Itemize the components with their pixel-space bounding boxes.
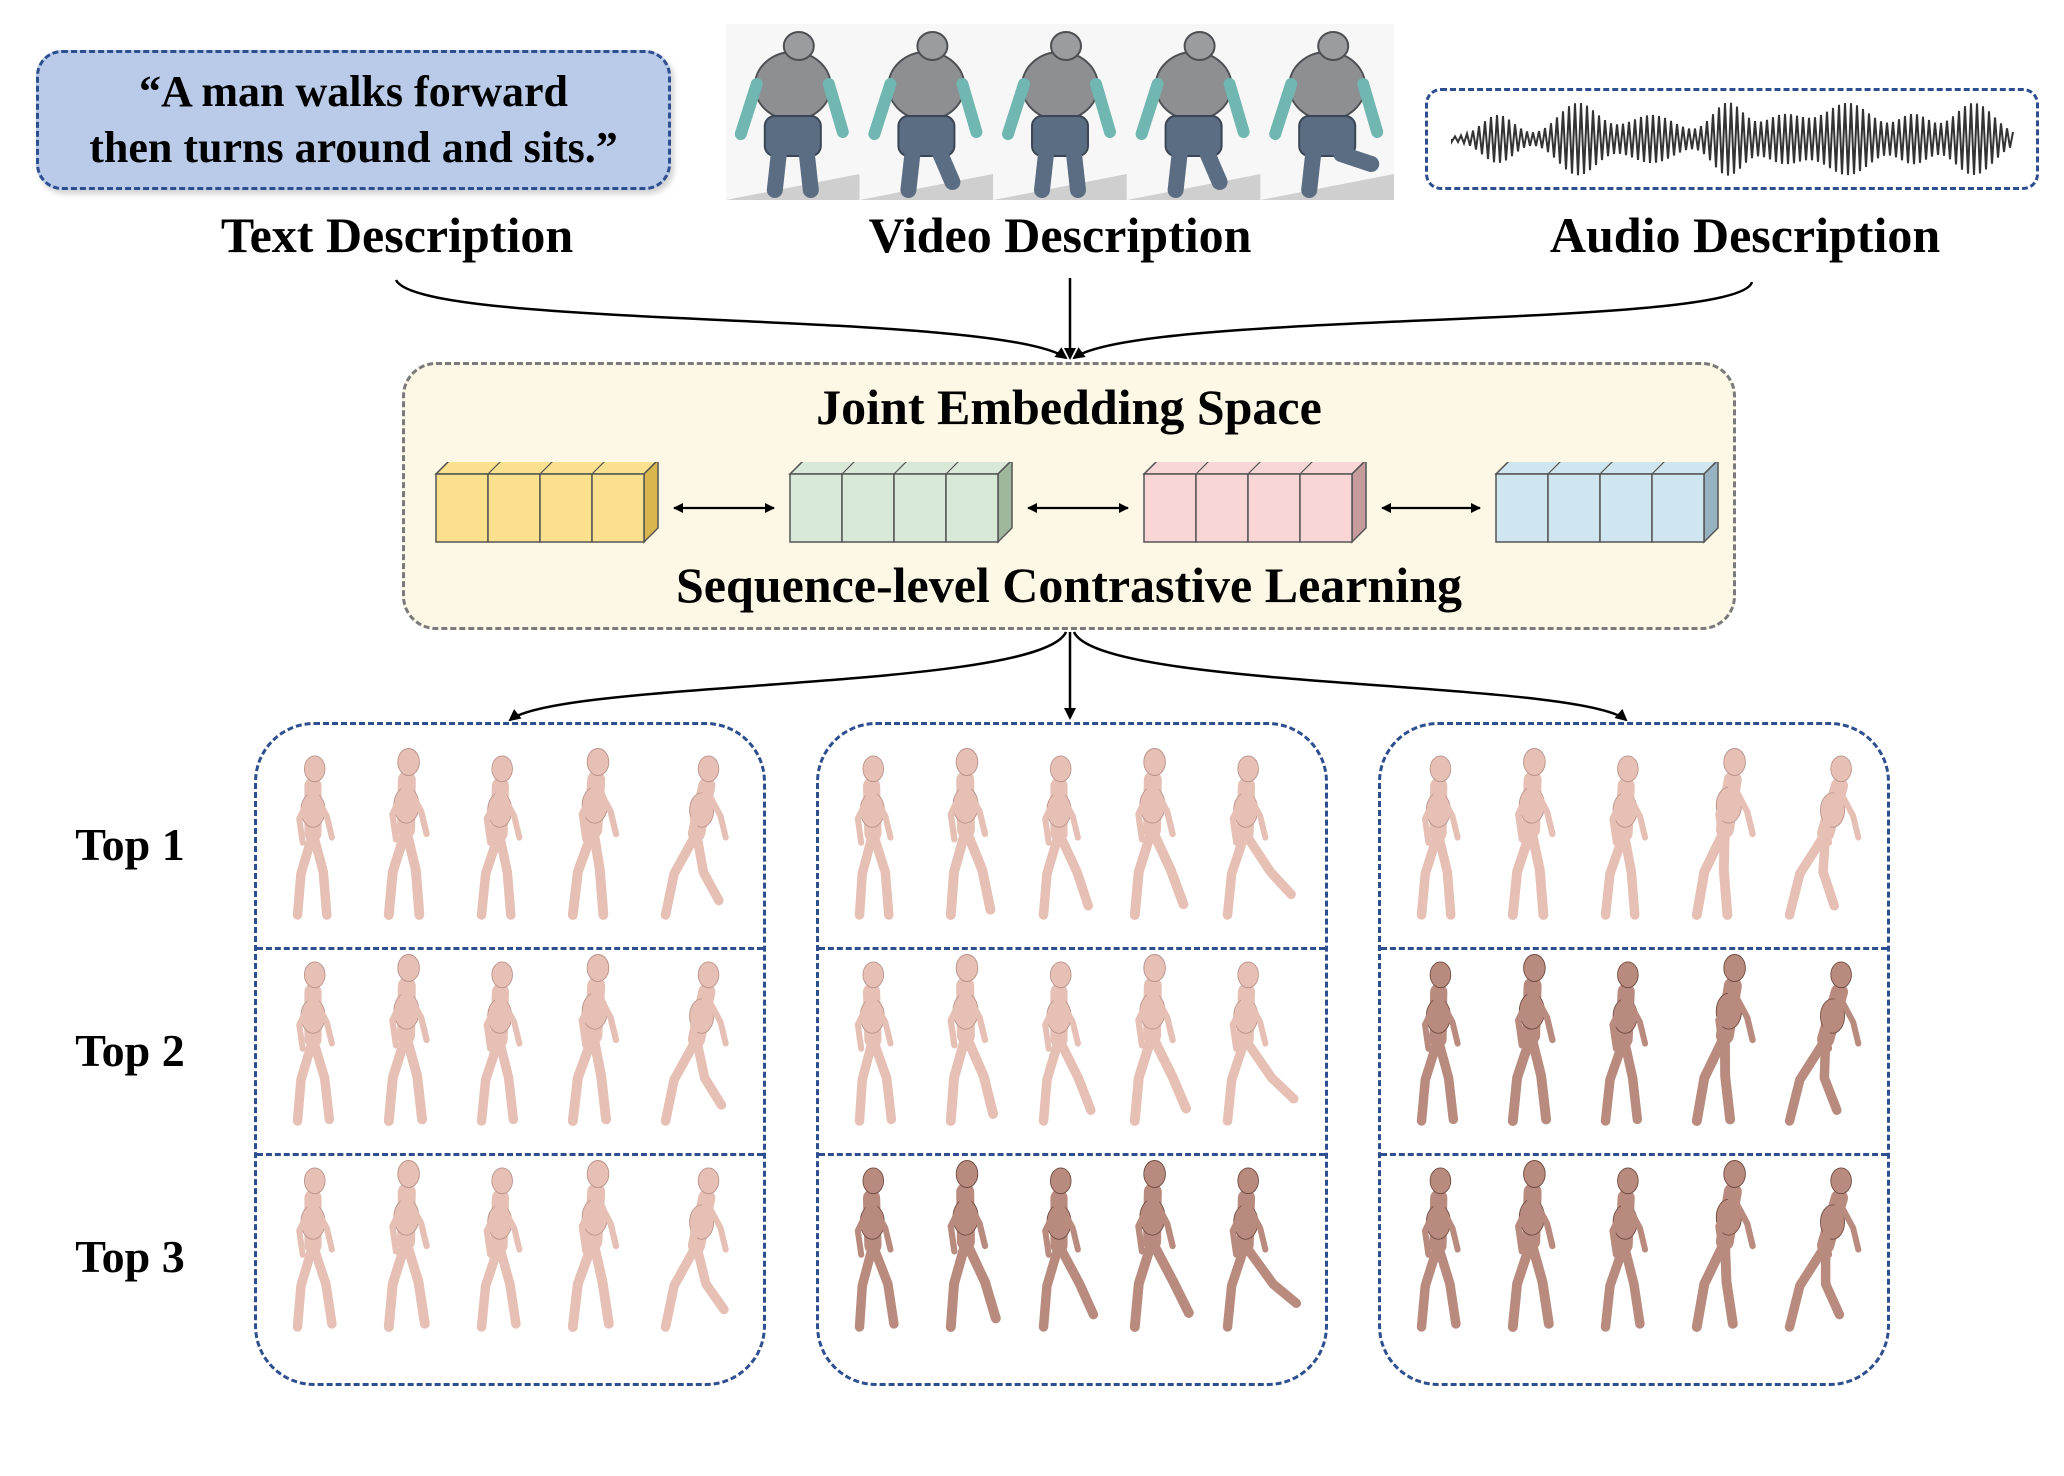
arrow-joint-to-panel-1 [508, 631, 1068, 722]
motion-pose-figure [1129, 1160, 1194, 1332]
motion-pose-figure [1129, 954, 1192, 1126]
motion-pose-figure [1129, 748, 1189, 920]
motion-pose-figure [1222, 1167, 1302, 1332]
motion-pose-figure [292, 961, 335, 1126]
motion-pose-figure [1691, 748, 1756, 920]
row-divider [1381, 947, 1887, 950]
motion-pose-figure [292, 755, 335, 920]
motion-pose-figure [476, 755, 523, 920]
motion-pose-figure [567, 748, 620, 920]
audio-embedding [1142, 462, 1367, 544]
waveform-path [1451, 102, 2014, 176]
audio-waveform [1451, 102, 2014, 176]
motion-pose-figure [1691, 954, 1756, 1126]
text-description-caption: Text Description [220, 207, 574, 263]
row-divider [1381, 1153, 1887, 1156]
video-frame [1260, 24, 1394, 200]
row-divider [819, 1153, 1325, 1156]
motion-pose-figure [1222, 755, 1296, 920]
motion-pose-figure [1784, 961, 1862, 1126]
row-label-top-1: Top 1 [75, 819, 185, 870]
quote-line-1: “A man walks forward [138, 67, 569, 116]
motion-pose-figure [1784, 1167, 1862, 1332]
retrieved-motion-poses [854, 748, 1302, 1332]
arrow-text-to-joint [394, 279, 1068, 360]
video-frame [993, 24, 1127, 200]
motion-pose-figure [383, 748, 430, 920]
motion-pose-figure [1416, 755, 1461, 920]
motion-pose-figure [476, 961, 523, 1126]
motion-pose-figure [476, 1167, 523, 1332]
motion-pose-figure [854, 961, 897, 1126]
text-query-results-panel [254, 722, 766, 1386]
audio-description-caption: Audio Description [1549, 207, 1941, 263]
motion-pose-figure [1691, 1160, 1756, 1332]
row-divider [257, 1153, 763, 1156]
motion-pose-figure [383, 954, 430, 1126]
motion-pose-figure [1038, 755, 1093, 920]
row-divider [819, 947, 1325, 950]
audio-query-results-panel [1378, 722, 1890, 1386]
motion-pose-figure [1507, 1160, 1556, 1332]
motion-pose-figure [567, 1160, 620, 1332]
video-query-results-panel [816, 722, 1328, 1386]
motion-pose-figure [292, 1167, 337, 1332]
video-frames [726, 24, 1394, 200]
motion-pose-figure [1416, 961, 1461, 1126]
quote-line-2: then turns around and sits.” [89, 123, 618, 172]
video-frame [859, 24, 994, 200]
embedding-vectors [434, 462, 1719, 544]
motion-pose-figure [383, 1160, 430, 1332]
motion-pose-figure [945, 954, 999, 1126]
joint-embedding-title: Joint Embedding Space [816, 379, 1322, 435]
motion-pose-figure [1600, 755, 1649, 920]
contrastive-learning-label: Sequence-level Contrastive Learning [675, 557, 1462, 613]
video-description-caption: Video Description [868, 207, 1252, 263]
motion-pose-figure [567, 954, 620, 1126]
video-embedding [788, 462, 1013, 544]
motion-pose-figure [1600, 961, 1649, 1126]
motion-pose-figure [854, 755, 894, 920]
row-label-top-3: Top 3 [75, 1231, 185, 1282]
motion-pose-figure [660, 1167, 729, 1332]
motion-pose-figure [945, 1160, 1001, 1332]
motion-pose-figure [1507, 954, 1556, 1126]
row-label-top-2: Top 2 [75, 1025, 185, 1076]
text-description-box: “A man walks forward then turns around a… [36, 50, 671, 190]
arrow-joint-to-panel-3 [1072, 631, 1628, 722]
motion-pose-figure [660, 961, 729, 1126]
motion-pose-figure [1038, 961, 1096, 1126]
retrieved-motion-poses [1416, 748, 1862, 1332]
motion-pose-figure [1222, 961, 1299, 1126]
motion-embedding [1494, 462, 1719, 544]
motion-pose-figure [1416, 1167, 1461, 1332]
row-divider [257, 947, 763, 950]
audio-description-box [1425, 88, 2039, 190]
motion-pose-figure [1600, 1167, 1649, 1332]
motion-pose-figure [1784, 755, 1862, 920]
motion-pose-figure [660, 755, 729, 920]
motion-pose-figure [854, 1167, 899, 1332]
video-frame [1126, 24, 1261, 200]
motion-pose-figure [1507, 748, 1556, 920]
arrow-audio-to-joint [1072, 281, 1754, 360]
motion-pose-figure [1038, 1167, 1099, 1332]
retrieved-motion-poses [292, 748, 729, 1332]
motion-pose-figure [945, 748, 996, 920]
text-embedding [434, 462, 659, 544]
video-frame [726, 24, 860, 200]
